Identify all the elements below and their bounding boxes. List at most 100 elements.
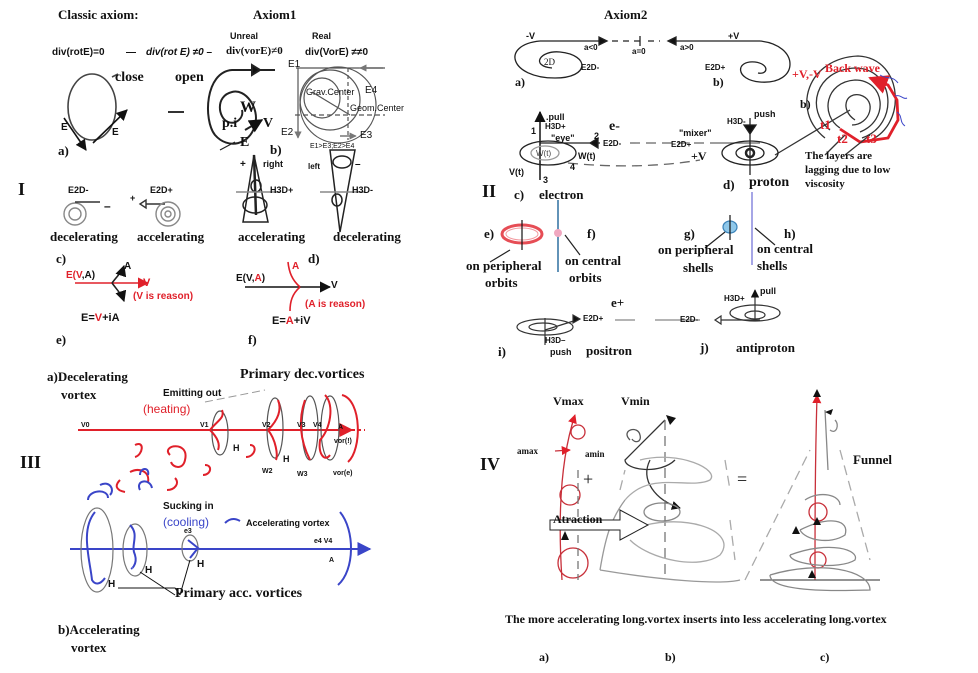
unreal-open-spiral: [207, 63, 275, 151]
open-label: open: [175, 70, 204, 85]
label-f-orbit: f): [587, 226, 596, 241]
electron-label: electron: [539, 187, 584, 202]
roman-numeral-IV: IV: [480, 454, 501, 474]
e2d-plus-top: E2D+: [705, 63, 726, 72]
label-h-shell: h): [784, 226, 796, 241]
panel-iv-caption: The more accelerating long.vortex insert…: [505, 612, 887, 626]
sucking-in-label: Sucking in: [163, 501, 214, 512]
h3d-minus-label: H3D-: [352, 185, 374, 195]
axiom2-top-spirals: [514, 35, 791, 83]
primary-acc-vortices: Primary acc. vortices: [175, 586, 303, 601]
t3-label: t3: [866, 131, 877, 146]
e2-label: E2: [281, 127, 294, 138]
e-equation: E=V+iA: [81, 313, 120, 324]
v2-label: V2: [262, 422, 271, 429]
h-acc-1: H: [145, 565, 153, 576]
a-arrow-label: A: [338, 424, 344, 431]
back-wave-spiral: [774, 55, 908, 156]
f-eq-suffix: +iV: [293, 315, 311, 327]
label-iv-c: c): [820, 650, 830, 664]
label-f: f): [248, 332, 257, 347]
push-label: push: [754, 109, 776, 119]
h3d-minus-positron: H3D–: [545, 336, 566, 345]
grav-center-label: Grav.Center: [306, 87, 355, 97]
e-ev-v: V: [76, 270, 82, 281]
roman-numeral-III: III: [20, 452, 42, 472]
plus-minus-v-label: +V,-V: [792, 67, 822, 81]
w2-label: W2: [262, 468, 273, 475]
accelerating-vortex-drawing: [70, 468, 372, 596]
a-equal-zero: a=0: [632, 47, 646, 56]
e2d-plus-label: E2D+: [150, 185, 173, 195]
d-plus-sign: +: [240, 159, 246, 170]
e-minus-label: e-: [609, 119, 620, 134]
layers-note-1: The layers are: [805, 150, 873, 162]
orbits-shells: [489, 192, 776, 272]
label-a: a): [58, 143, 69, 158]
funnel-label: Funnel: [853, 452, 893, 467]
e-vector-diagram: [75, 264, 150, 303]
equals-sign: =: [737, 469, 748, 489]
label-g-shell: g): [684, 226, 695, 241]
e2d-minus-antiproton: E2D-: [680, 315, 699, 324]
positron-antiproton: [516, 289, 781, 345]
classic-formula: div(rotE)=0: [52, 47, 105, 58]
v1-label: V1: [200, 422, 209, 429]
2d-label: 2D: [544, 57, 555, 67]
h-acc-3: H: [108, 579, 116, 590]
decelerating-vortex-drawing: [78, 389, 365, 493]
f-eq-prefix: E=: [272, 315, 286, 327]
peripheral-shells-2: shells: [683, 260, 714, 275]
axiom1-title: Axiom1: [253, 7, 297, 22]
f-ev-suffix: ): [261, 273, 266, 284]
e-right-label: E: [112, 127, 119, 138]
w-label: W: [240, 99, 256, 116]
a-greater-zero: a>0: [680, 43, 694, 52]
f-eq-a: A: [285, 315, 294, 327]
antiproton-label: antiproton: [736, 340, 795, 355]
c-plus-sign: +: [130, 193, 136, 203]
heating-label: (heating): [143, 402, 191, 416]
num-2: 2: [594, 131, 600, 141]
back-wave-title: Back wave: [825, 61, 880, 75]
accelerating-label: accelerating: [137, 229, 205, 244]
v3-label: V3: [297, 422, 306, 429]
t2-label: t2: [837, 131, 848, 146]
num-1: 1: [531, 126, 537, 136]
a-less-zero: a<0: [584, 43, 598, 52]
italic-formula: div(rot E) ≠0 –: [146, 47, 213, 58]
e2d-plus-proton: E2D+: [671, 140, 692, 149]
mixer-label: "mixer": [679, 128, 712, 138]
central-shells-2: shells: [757, 258, 788, 273]
formula-dash: —: [126, 47, 136, 58]
energy-inequality: E1>E3;E2>E4: [310, 143, 355, 150]
e4-label: E4: [365, 85, 378, 96]
v4-label: V4: [313, 422, 322, 429]
w-center-label: W(t): [536, 149, 552, 158]
v-label: V: [263, 116, 274, 131]
emitting-out-label: Emitting out: [163, 388, 222, 399]
back-wave-label-b: b): [800, 97, 811, 111]
e3-label: E3: [360, 130, 373, 141]
w-small-label: W(t): [578, 151, 596, 161]
unreal-label: Unreal: [230, 31, 259, 41]
classic-axiom-title: Classic axiom:: [58, 7, 139, 22]
layers-note-3: viscosity: [805, 178, 845, 190]
e-eq-prefix: E=: [81, 312, 95, 324]
label-i: i): [498, 344, 506, 359]
peripheral-shells-1: on peripheral: [658, 242, 734, 257]
left-label: left: [308, 162, 320, 171]
accelerating-vortex-title-1: b)Accelerating: [58, 622, 140, 637]
top-label-a: a): [515, 75, 525, 89]
b-a-label: A: [329, 557, 335, 564]
electron-proton-diagram: [519, 110, 779, 180]
peripheral-orbits-2: orbits: [485, 275, 518, 290]
f-equation: E=A+iV: [272, 316, 311, 327]
label-c: c): [56, 251, 67, 266]
f-ev-a: A: [254, 273, 262, 284]
h3d-plus-electron: H3D+: [545, 122, 566, 131]
decelerating-label: decelerating: [50, 229, 118, 244]
real-label: Real: [312, 31, 332, 41]
e-ev-mid: ,A): [81, 270, 96, 281]
